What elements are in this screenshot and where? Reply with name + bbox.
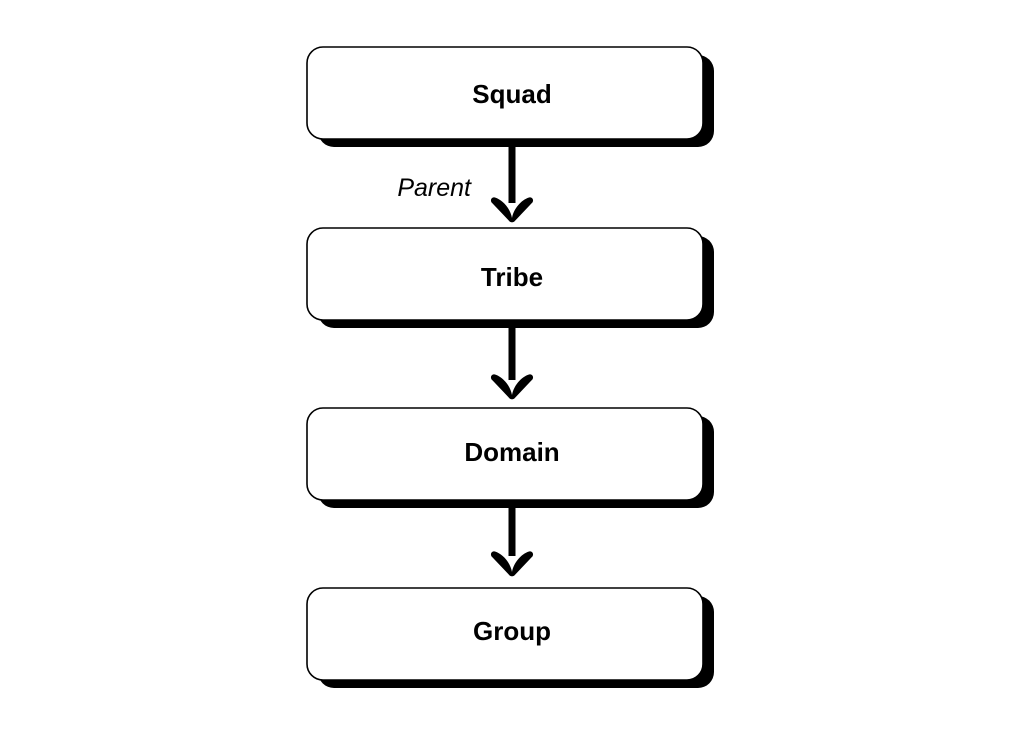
node-tribe[interactable]: Tribe: [306, 227, 714, 328]
node-squad[interactable]: Squad: [306, 46, 714, 147]
node-box: [306, 46, 704, 140]
node-label: Squad: [472, 79, 551, 109]
node-label: Tribe: [481, 262, 543, 292]
node-group[interactable]: Group: [306, 587, 714, 688]
edge-squad-to-tribe[interactable]: Parent: [397, 141, 534, 223]
node-box: [306, 587, 704, 681]
edge-tribe-to-domain[interactable]: [490, 318, 534, 400]
node-domain[interactable]: Domain: [306, 407, 714, 508]
node-label: Group: [473, 616, 551, 646]
edge-domain-to-group[interactable]: [490, 496, 534, 577]
edge-label-parent: Parent: [397, 174, 472, 202]
node-box: [306, 407, 704, 501]
node-label: Domain: [464, 437, 559, 467]
node-box: [306, 227, 704, 321]
